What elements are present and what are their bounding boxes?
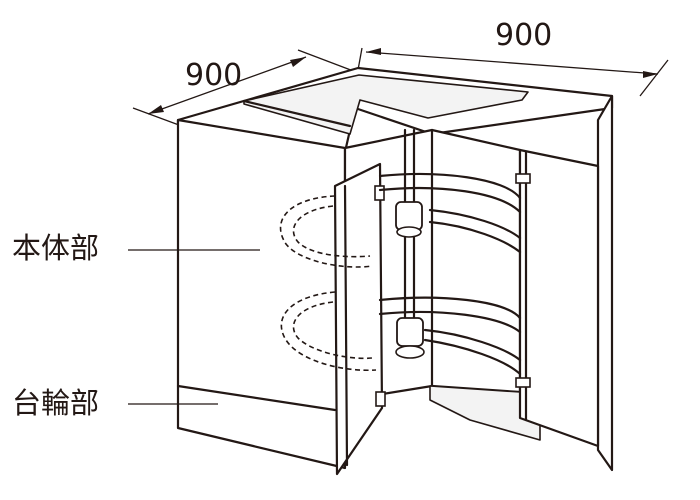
- label-body-part: 本体部: [12, 231, 99, 265]
- upper-rotating-shelf: [279, 172, 522, 268]
- right-door: [515, 148, 600, 448]
- dimension-left: 900: [132, 49, 357, 129]
- callout-body: 本体部: [12, 231, 260, 265]
- hinge-icon: [374, 185, 385, 201]
- dimension-right: 900: [357, 18, 669, 97]
- hinge-icon: [375, 391, 386, 407]
- label-base-part: 台輪部: [12, 386, 99, 420]
- hinge-icon: [515, 173, 531, 184]
- dimension-label-left: 900: [185, 58, 242, 93]
- dimension-label-right: 900: [495, 18, 552, 53]
- center-pole: [395, 128, 425, 359]
- hinge-icon: [515, 377, 531, 388]
- callout-base: 台輪部: [12, 386, 218, 420]
- lower-rotating-shelf: [280, 291, 522, 376]
- left-door: [333, 162, 386, 476]
- cabinet-body: [176, 66, 614, 472]
